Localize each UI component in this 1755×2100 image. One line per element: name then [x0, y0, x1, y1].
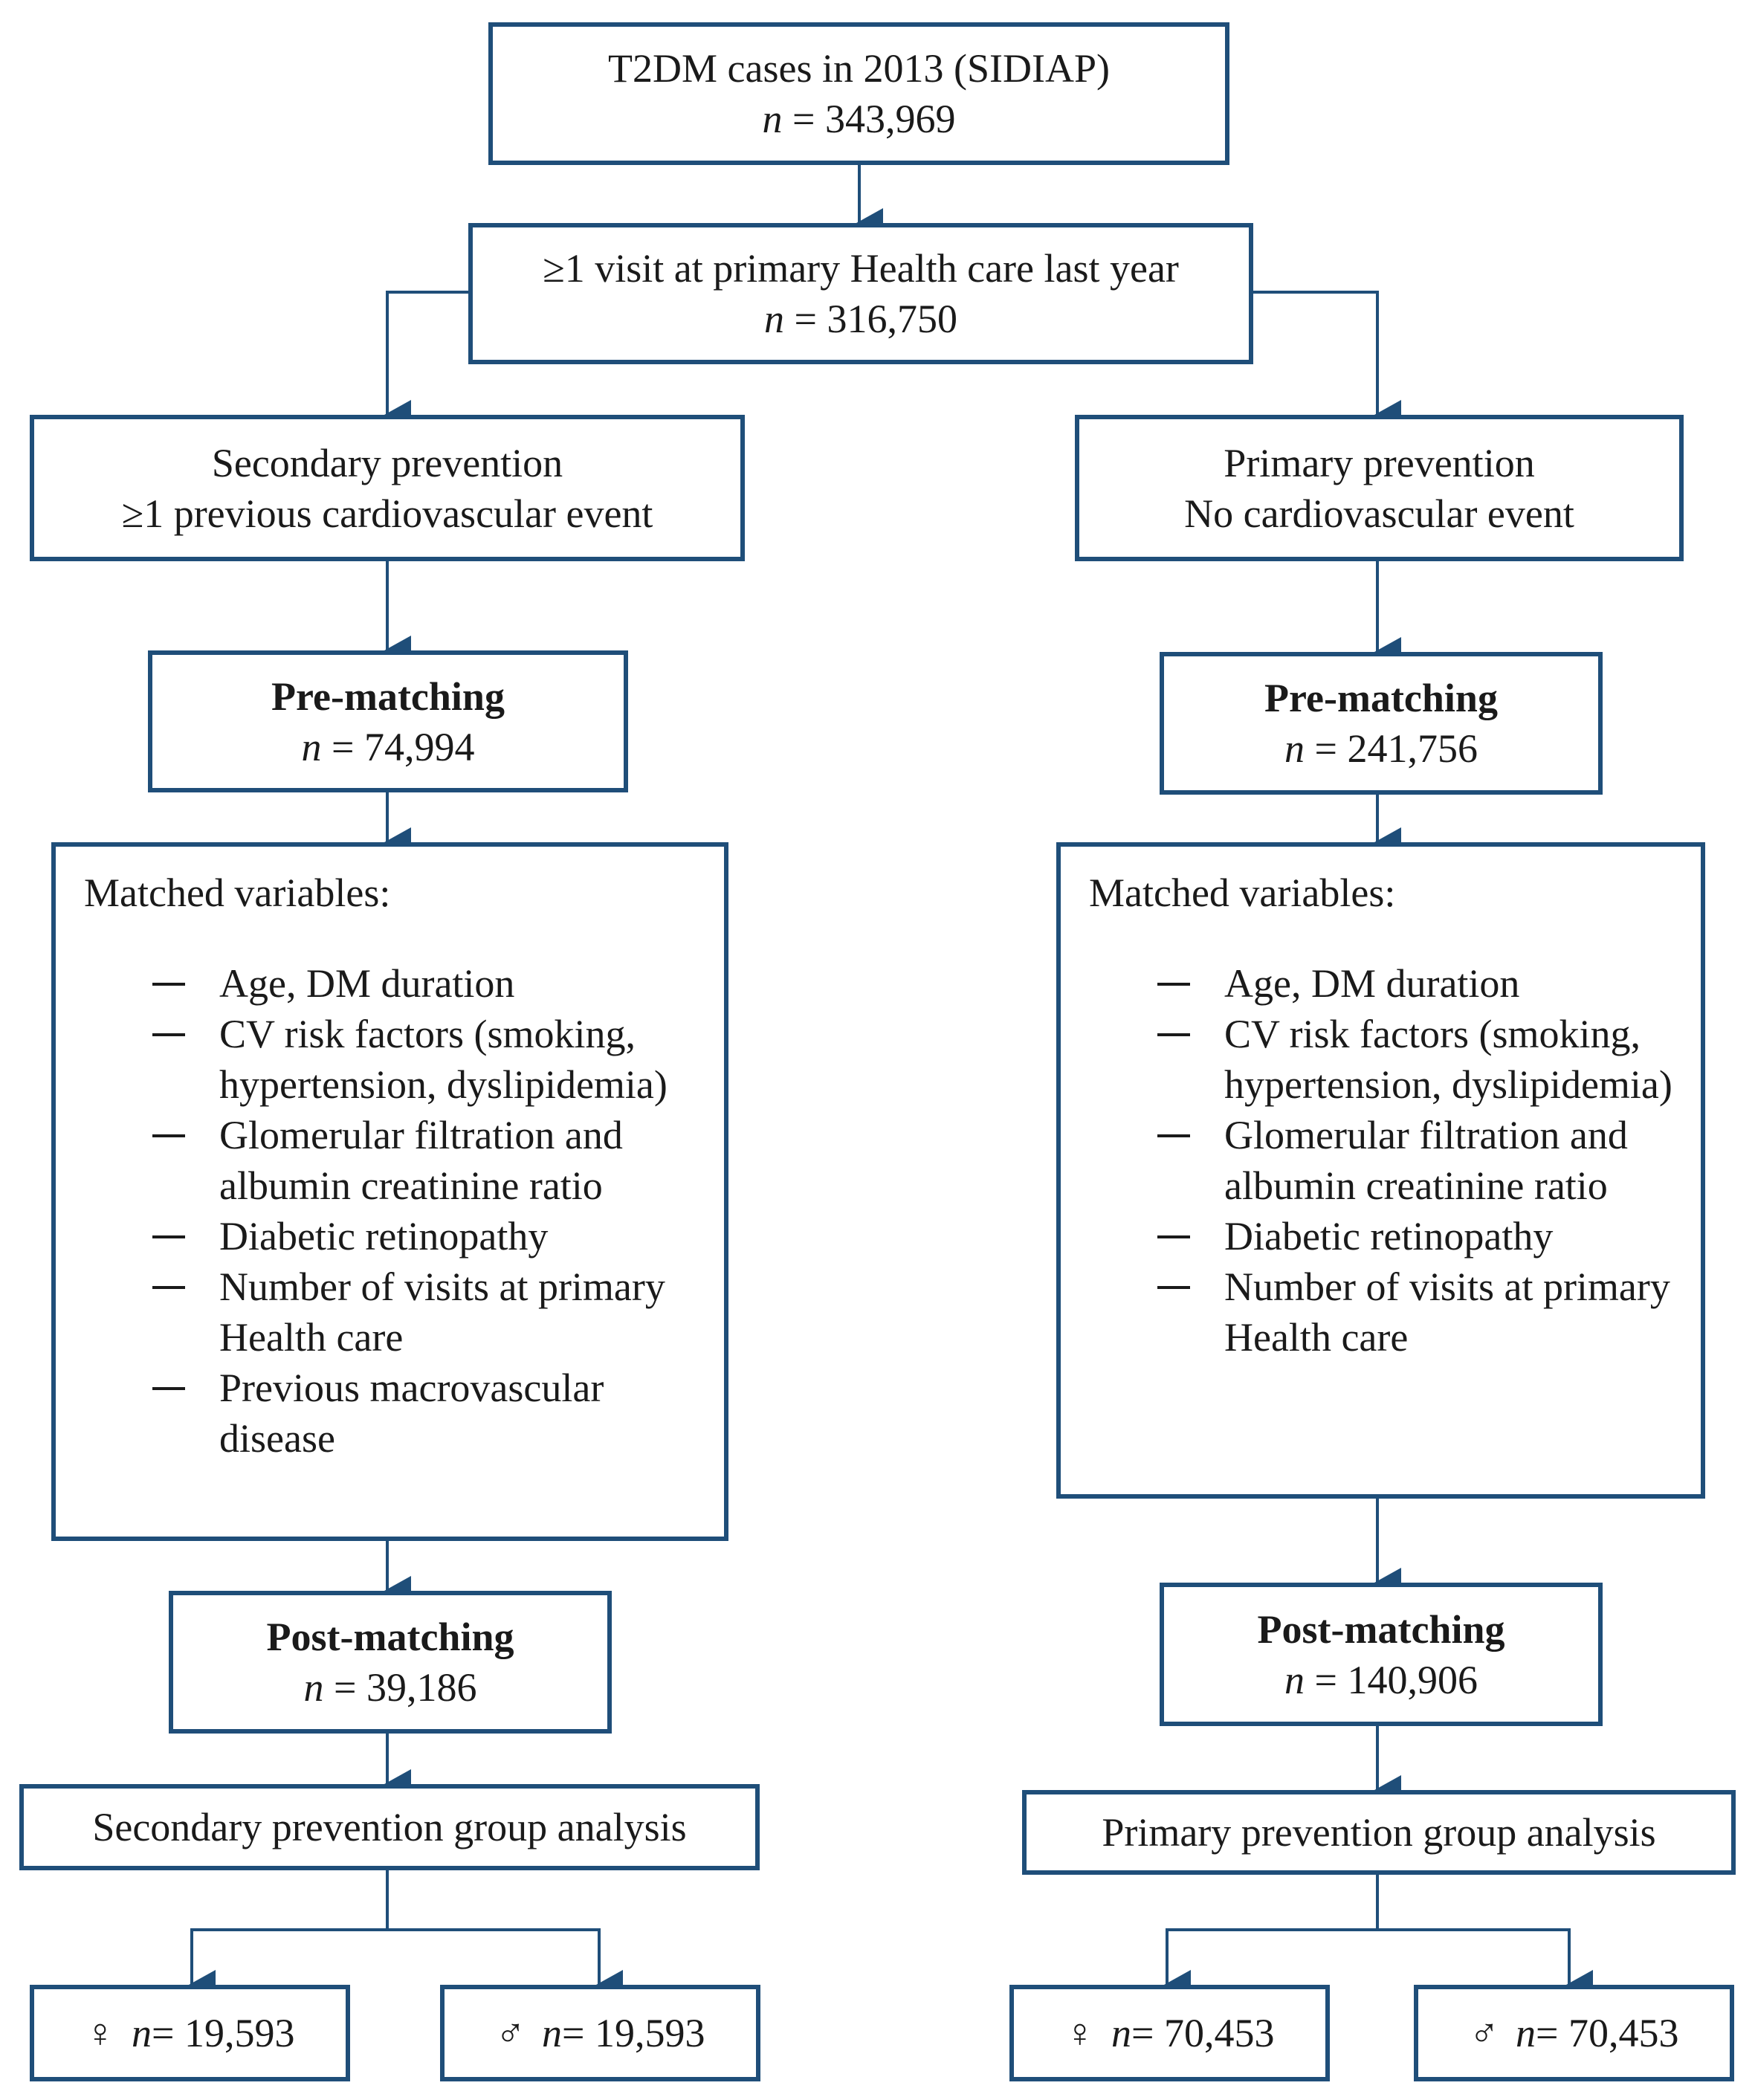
primary-postmatching-title: Post-matching	[1257, 1606, 1505, 1652]
visit-count: n = 316,750	[764, 297, 957, 341]
t2dm-cases-box: T2DM cases in 2013 (SIDIAP) n = 343,969	[488, 22, 1229, 165]
male-icon: ♂	[1469, 2011, 1500, 2055]
primary-male-box: ♂ n = 70,453	[1414, 1985, 1734, 2081]
visit-label: ≥1 visit at primary Health care last yea…	[543, 246, 1179, 291]
secondary-prevention-title: Secondary prevention	[211, 440, 563, 485]
primary-postmatching-box: Post-matching n = 140,906	[1160, 1583, 1603, 1726]
list-item: Diabetic retinopathy	[84, 1211, 709, 1261]
arrow-pri-analysis-to-female	[1164, 1875, 1379, 2000]
list-item: Glomerular filtration and albumin creati…	[84, 1110, 709, 1211]
arrow-sec-analysis-to-male	[387, 1928, 623, 2000]
secondary-postmatching-title: Post-matching	[266, 1615, 514, 1659]
primary-prevention-box: Primary prevention No cardiovascular eve…	[1075, 415, 1684, 561]
list-item: CV risk factors (smoking, hypertension, …	[84, 1009, 709, 1110]
female-icon: ♀	[1064, 2011, 1096, 2055]
secondary-prevention-criteria: ≥1 previous cardiovascular event	[121, 491, 653, 536]
primary-prevention-title: Primary prevention	[1224, 440, 1535, 485]
secondary-postmatching-count: n = 39,186	[303, 1665, 477, 1710]
primary-female-count: = 70,453	[1131, 2011, 1275, 2055]
secondary-male-count: = 19,593	[562, 2011, 705, 2055]
primary-female-n-label: n	[1111, 2011, 1132, 2055]
secondary-female-n-label: n	[132, 2011, 152, 2055]
secondary-prevention-box: Secondary prevention ≥1 previous cardiov…	[30, 415, 745, 561]
primary-analysis-label: Primary prevention group analysis	[1102, 1810, 1656, 1855]
primary-prematching-title: Pre-matching	[1264, 676, 1498, 720]
list-item: Number of visits at primary Health care	[1089, 1261, 1686, 1363]
t2dm-cases-count: n = 343,969	[762, 97, 956, 141]
list-item: Diabetic retinopathy	[1089, 1211, 1686, 1261]
list-item: CV risk factors (smoking, hypertension, …	[1089, 1009, 1686, 1110]
secondary-male-box: ♂ n = 19,593	[440, 1985, 760, 2081]
primary-prematching-box: Pre-matching n = 241,756	[1160, 652, 1603, 795]
secondary-matched-list: Age, DM duration CV risk factors (smokin…	[84, 958, 709, 1464]
secondary-postmatching-box: Post-matching n = 39,186	[169, 1591, 612, 1734]
arrow-visit-to-primary	[1253, 291, 1401, 430]
secondary-analysis-box: Secondary prevention group analysis	[19, 1784, 760, 1870]
arrow-pri-analysis-to-male	[1377, 1928, 1593, 2000]
secondary-prematching-title: Pre-matching	[271, 673, 505, 719]
primary-female-box: ♀ n = 70,453	[1009, 1985, 1330, 2081]
primary-prematching-count: n = 241,756	[1284, 726, 1478, 771]
male-icon: ♂	[495, 2011, 526, 2055]
primary-prevention-criteria: No cardiovascular event	[1184, 491, 1574, 536]
secondary-female-box: ♀ n = 19,593	[30, 1985, 350, 2081]
female-icon: ♀	[85, 2011, 116, 2055]
secondary-prematching-count: n = 74,994	[301, 724, 475, 769]
list-item: Age, DM duration	[84, 958, 709, 1009]
secondary-analysis-label: Secondary prevention group analysis	[92, 1805, 687, 1849]
primary-postmatching-count: n = 140,906	[1284, 1657, 1478, 1702]
secondary-male-n-label: n	[542, 2011, 563, 2055]
arrow-visit-to-secondary	[384, 291, 468, 430]
list-item: Previous macrovascular disease	[84, 1363, 709, 1464]
primary-male-count: = 70,453	[1536, 2011, 1679, 2055]
list-item: Number of visits at primary Health care	[84, 1261, 709, 1363]
list-item: Age, DM duration	[1089, 958, 1686, 1009]
secondary-female-count: = 19,593	[152, 2011, 295, 2055]
visit-box: ≥1 visit at primary Health care last yea…	[468, 223, 1253, 364]
primary-analysis-box: Primary prevention group analysis	[1022, 1790, 1736, 1875]
t2dm-cases-label: T2DM cases in 2013 (SIDIAP)	[608, 46, 1110, 91]
secondary-prematching-box: Pre-matching n = 74,994	[148, 650, 628, 792]
list-item: Glomerular filtration and albumin creati…	[1089, 1110, 1686, 1211]
primary-matched-list: Age, DM duration CV risk factors (smokin…	[1089, 958, 1686, 1363]
primary-matched-variables-box: Matched variables: Age, DM duration CV r…	[1056, 842, 1705, 1499]
arrow-sec-analysis-to-female	[189, 1870, 389, 2000]
primary-matched-heading: Matched variables:	[1089, 870, 1396, 915]
primary-male-n-label: n	[1516, 2011, 1536, 2055]
secondary-matched-variables-box: Matched variables: Age, DM duration CV r…	[51, 842, 728, 1541]
secondary-matched-heading: Matched variables:	[84, 870, 391, 915]
